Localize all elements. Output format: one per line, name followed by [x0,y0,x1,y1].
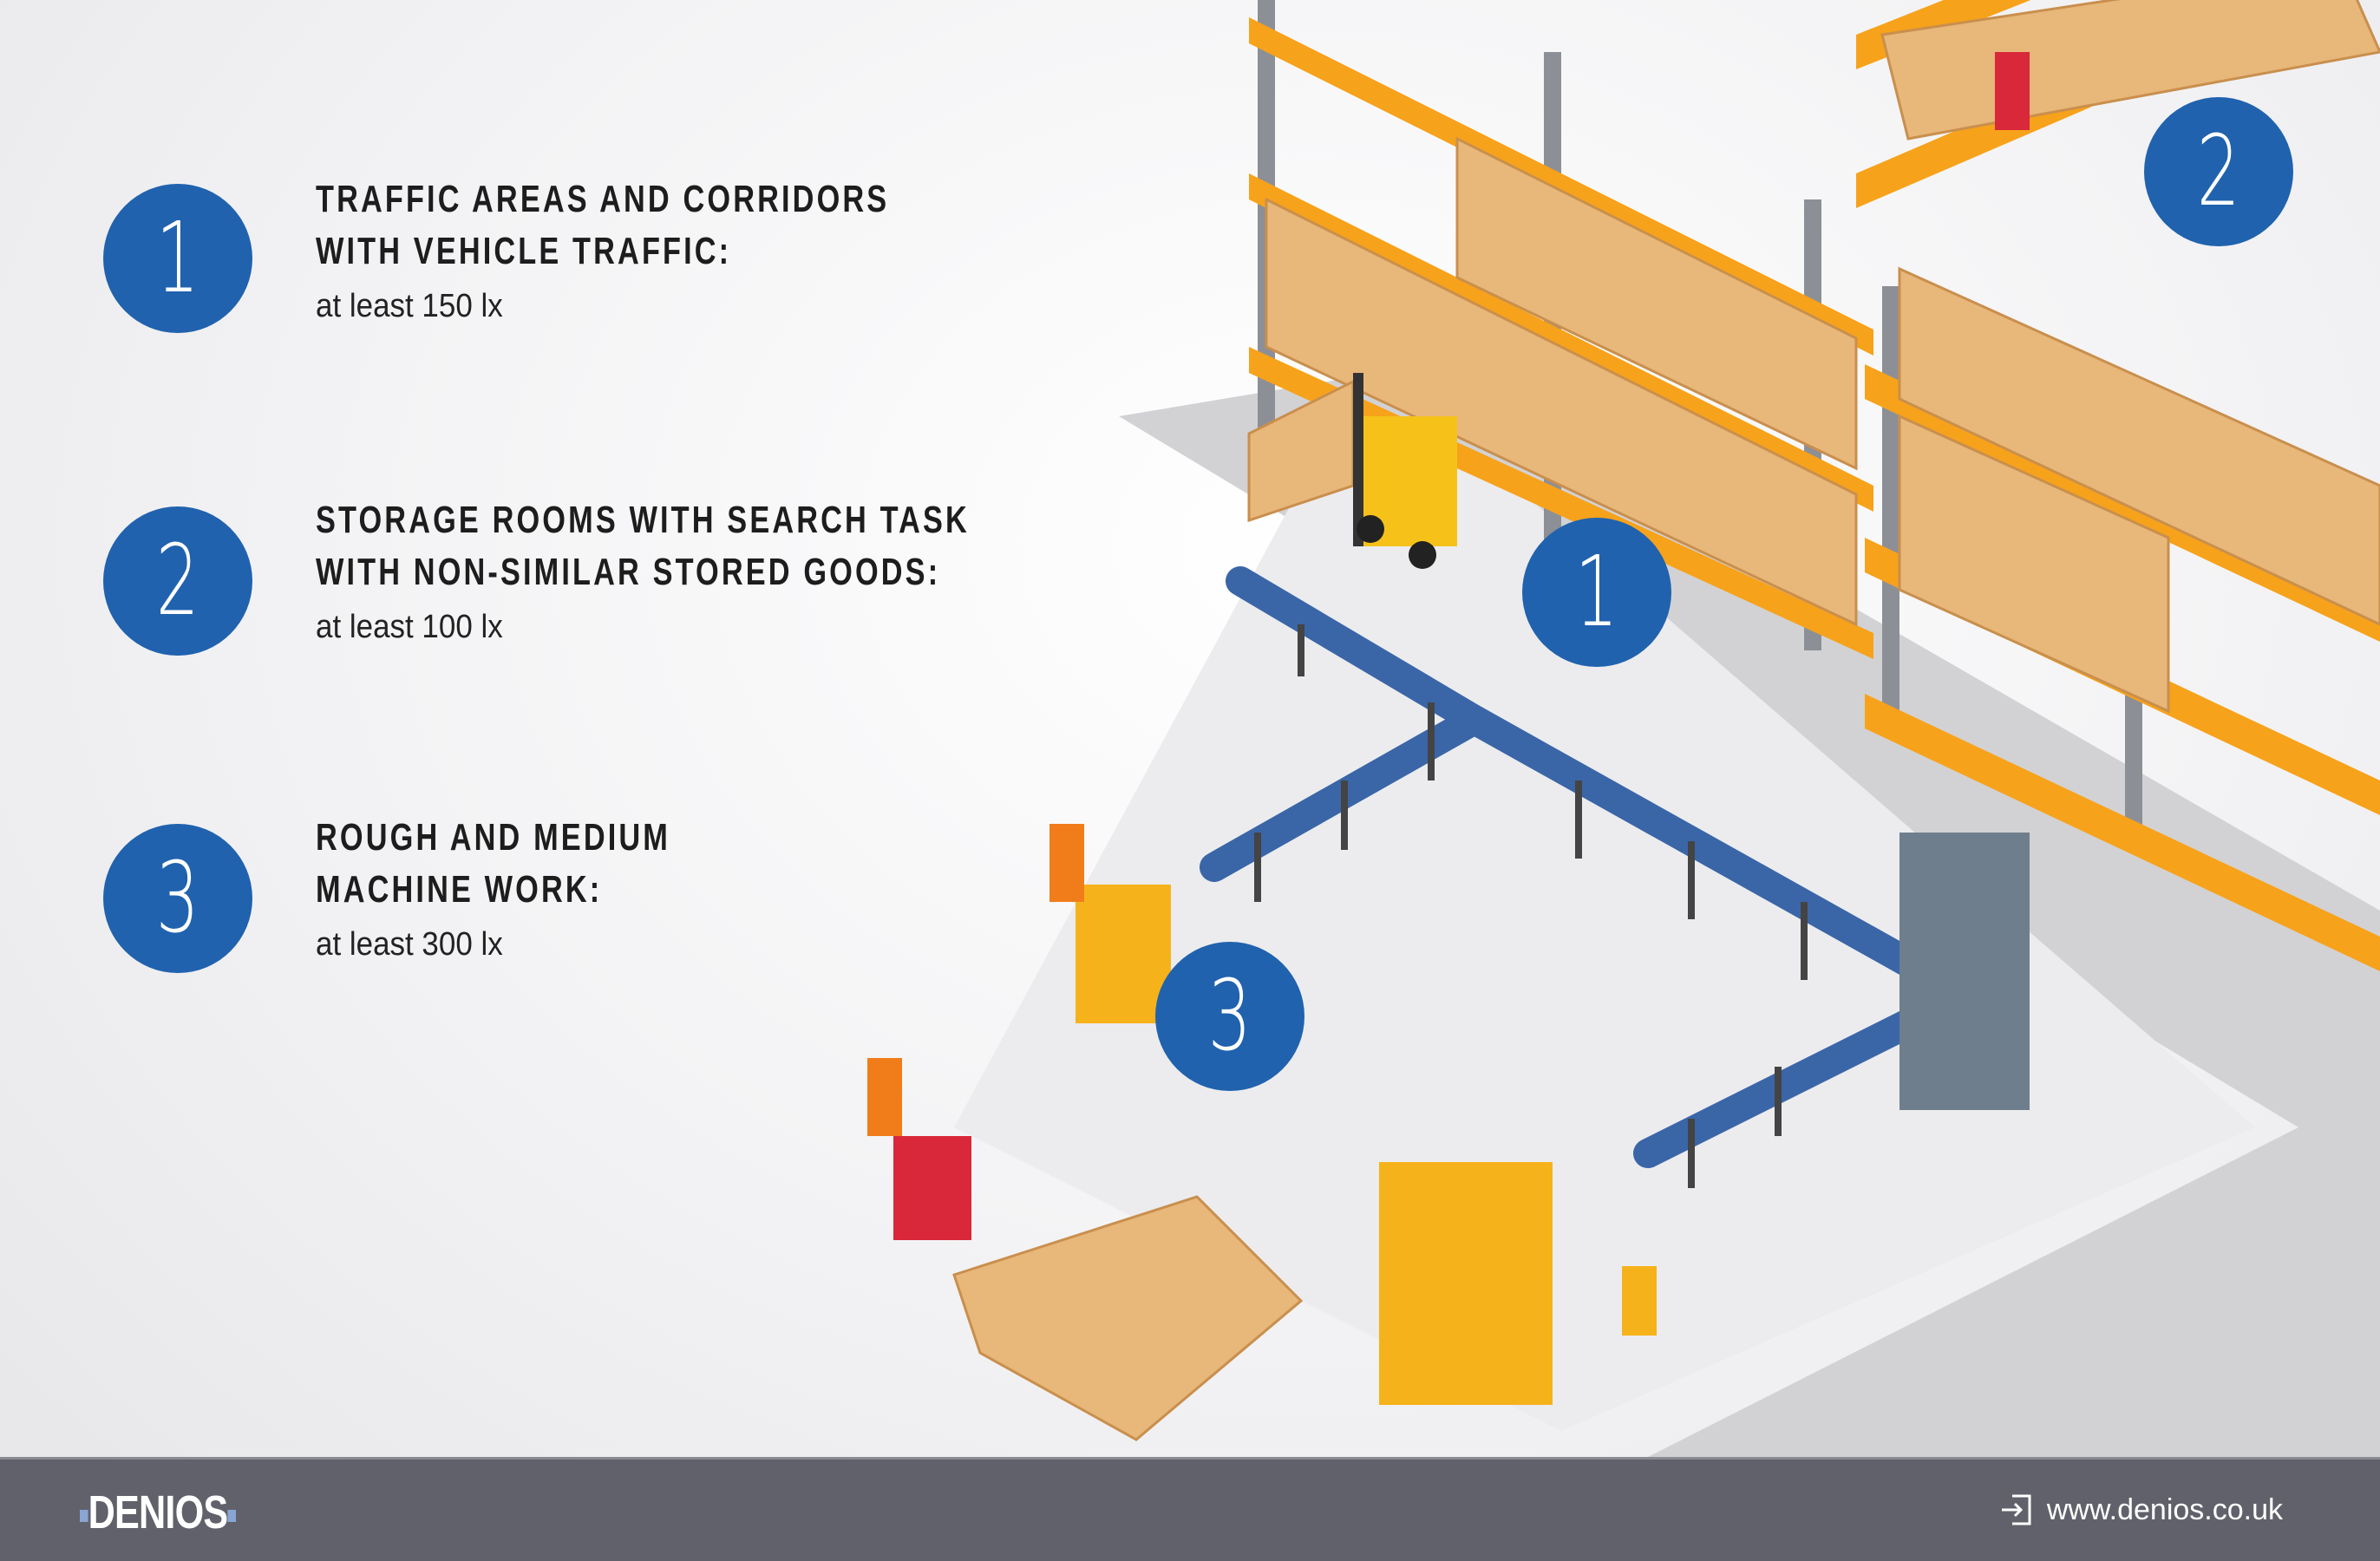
item-requirement: at least 100 lx [316,609,503,645]
marker-1: 1 [1522,518,1671,667]
item-title: STORAGE ROOMS WITH SEARCH TASK [316,499,970,541]
marker-number: 1 [1575,536,1618,649]
denios-logo: DENIOS [80,1486,237,1539]
item-title: TRAFFIC AREAS AND CORRIDORS [316,178,890,220]
floor-inner [954,451,2255,1431]
item-number-1: 1 [103,184,252,333]
item-title: MACHINE WORK: [316,868,603,911]
control-cabinet [1899,833,2030,1110]
worker-figures [867,52,2030,1336]
cardboard-box-open [952,1195,1304,1441]
item-title: ROUGH AND MEDIUM [316,816,671,859]
footer: DENIOS www.denios.co.uk [0,1457,2380,1561]
machine [1379,1162,1553,1405]
item-requirement: at least 150 lx [316,288,503,324]
number: 3 [156,842,199,955]
conveyor-legs [1254,624,1808,1188]
item-3: ROUGH AND MEDIUM MACHINE WORK: at least … [316,812,770,963]
number: 2 [156,525,199,637]
item-1: TRAFFIC AREAS AND CORRIDORS WITH VEHICLE… [316,173,1051,325]
item-requirement: at least 300 lx [316,926,503,963]
number: 1 [156,202,199,315]
item-2: STORAGE ROOMS WITH SEARCH TASK WITH NON-… [316,494,1154,646]
marker-number: 2 [2197,115,2240,228]
warehouse-illustration [867,0,2380,1457]
forklift [1247,373,1457,569]
website-link[interactable]: www.denios.co.uk [2000,1492,2283,1527]
pallet-truck [893,1136,971,1240]
marker-3: 3 [1155,942,1304,1091]
machine-left [1076,885,1171,1023]
website-url[interactable]: www.denios.co.uk [2046,1492,2283,1526]
external-link-icon [2001,1494,2031,1525]
item-title: WITH NON-SIMILAR STORED GOODS: [316,551,941,593]
item-title: WITH VEHICLE TRAFFIC: [316,230,732,272]
boxes-left [1265,136,1858,627]
marker-number: 3 [1208,960,1252,1073]
item-number-3: 3 [103,824,252,973]
item-number-2: 2 [103,506,252,656]
marker-2: 2 [2144,97,2293,246]
